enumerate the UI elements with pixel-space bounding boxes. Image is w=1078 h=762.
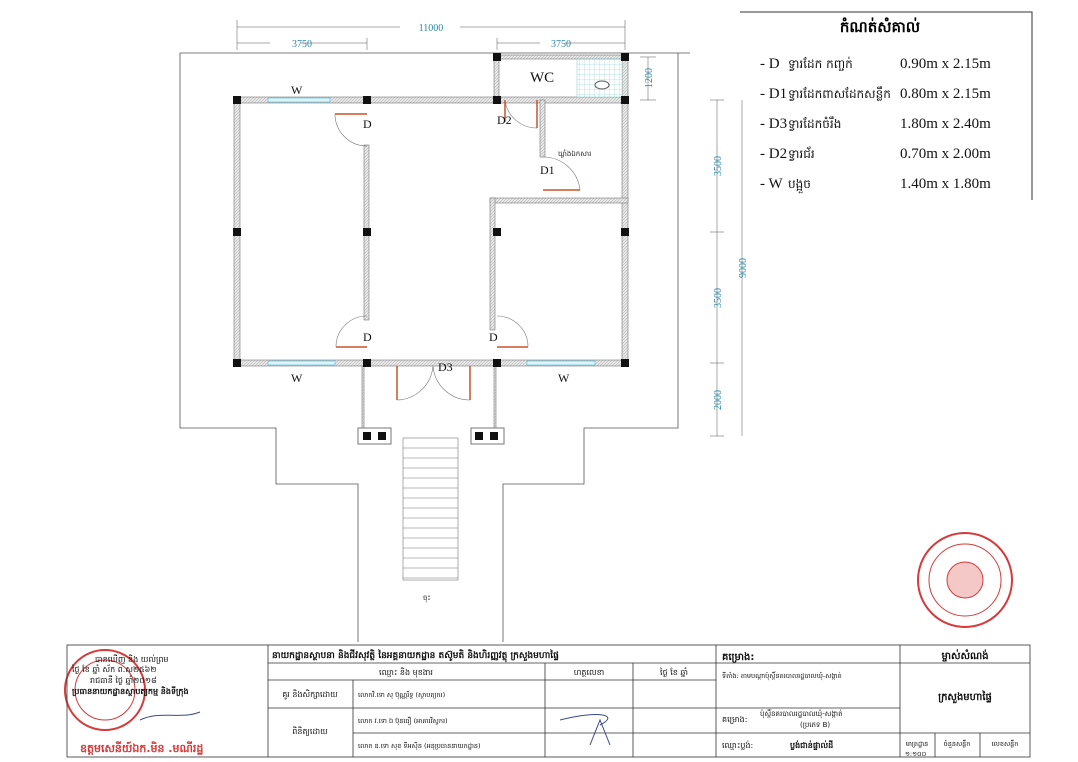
door-label: D bbox=[363, 330, 372, 344]
approval-line3: រាជធានី ថ្ងៃ ឆ្នាំ២០១៨ bbox=[90, 675, 157, 685]
dim-porch: 2000 bbox=[713, 390, 724, 410]
legend-border bbox=[740, 11, 1033, 200]
dim-total-depth: 9000 bbox=[738, 258, 749, 278]
approval-line2: ថ្ងៃ ខែ ឆ្នាំ ស័ក ព.ស២៥៦២ bbox=[71, 664, 156, 674]
col-name: ឈ្មោះ និង មុខងារ bbox=[379, 667, 433, 678]
checked-by-label: ពិនិត្យដោយ bbox=[292, 726, 328, 736]
door-d1-label: D1 bbox=[540, 163, 555, 177]
dim-left-bay: 3750 bbox=[292, 39, 312, 50]
title-block-grid bbox=[66, 644, 1031, 758]
windows bbox=[267, 97, 596, 366]
wc-tiles bbox=[576, 58, 623, 98]
title-header: នាយកដ្ឋានស្ថាបនា និងជីវសុវត្ថិ នៃអគ្គនាយ… bbox=[272, 649, 559, 663]
project-label: គម្រោង: bbox=[722, 715, 747, 724]
project-header: គម្រោង: bbox=[722, 652, 754, 663]
owner: ក្រសួងមហាផ្ទៃ bbox=[938, 690, 992, 704]
dim-right-bay: 3750 bbox=[551, 39, 571, 50]
legend-size: 1.40m x 1.80m bbox=[900, 176, 991, 192]
stamp-department bbox=[64, 649, 146, 731]
dim-wc-depth: 1200 bbox=[644, 68, 655, 88]
legend-desc: ទ្វារជ័រ bbox=[788, 146, 815, 161]
project-name: ប៉ុស្តិ៍នគរបាលរដ្ឋបាលឃុំ-សង្កាត់ bbox=[760, 708, 843, 719]
sheets-label: ចំនួនសន្លឹក bbox=[944, 739, 971, 749]
checker-1: លោក វ.ទោ ឯ ប៊ុនធឿ (អាគារវិស្វករ) bbox=[358, 716, 448, 726]
legend-desc: ទ្វារដែកពាសដែកសន្លឹក bbox=[788, 86, 891, 101]
dimension-lines bbox=[236, 20, 743, 437]
checker-2: លោក ឧ.ទោ សុខ ទីអស៊ិន (អនុប្រធាននាយកដ្ឋាន… bbox=[358, 741, 481, 751]
drawing-name: ប្លង់ជាន់ផ្ទាល់ដី bbox=[790, 740, 833, 751]
window-label-bottom-left: W bbox=[291, 371, 303, 385]
col-date: ថ្ងៃ ខែ ឆ្នាំ bbox=[659, 667, 688, 677]
porch-pillars bbox=[357, 427, 505, 445]
drawn-by-label: គូរ និងសិក្សាដោយ bbox=[282, 689, 338, 700]
col-sign: ហត្ថលេខា bbox=[574, 668, 604, 677]
stairs bbox=[402, 437, 459, 581]
stairs-label: ចុះ bbox=[423, 594, 431, 603]
location: ទីតាំង: តាមបណ្តាប៉ុស្តិ៍នគរបាលរដ្ឋបាលឃុំ… bbox=[722, 671, 842, 681]
site-outline bbox=[179, 52, 690, 642]
scale-label: មាត្រដ្ឋាន bbox=[906, 740, 929, 748]
door-label: D bbox=[363, 117, 372, 131]
owner-header: ម្ចាស់សំណង់ bbox=[941, 649, 988, 662]
legend-code: - D3 bbox=[760, 116, 787, 132]
signature bbox=[139, 711, 611, 746]
legend-desc: បង្អួច bbox=[788, 177, 811, 194]
legend-size: 0.70m x 2.00m bbox=[900, 146, 991, 162]
legend-size: 0.80m x 2.15m bbox=[900, 86, 991, 102]
sheet-no-label: លេខសន្លឹក bbox=[992, 739, 1019, 748]
window-label-bottom-right: W bbox=[558, 371, 570, 385]
door-label: D bbox=[489, 330, 498, 344]
legend-code: - W bbox=[760, 176, 783, 192]
wc-label: WC bbox=[530, 70, 554, 86]
dim-bay1: 3500 bbox=[713, 156, 724, 176]
legend-size: 0.90m x 2.15m bbox=[900, 56, 991, 72]
stamp-ministry bbox=[917, 532, 1013, 628]
door-d3-label: D3 bbox=[438, 360, 453, 374]
corridor-label: ឃ្លាំងឯកសារ bbox=[558, 149, 591, 158]
window-label-top: W bbox=[291, 83, 303, 97]
legend-code: - D2 bbox=[760, 146, 787, 162]
legend-title: កំណត់សំគាល់ bbox=[840, 17, 920, 36]
dim-bay2: 3500 bbox=[713, 288, 724, 308]
legend-desc: ទ្វារដែក កញ្ចក់ bbox=[788, 56, 853, 71]
dim-total-width: 11000 bbox=[419, 23, 444, 34]
approval-line1: បានឃើញ និង យល់ព្រម bbox=[95, 654, 168, 664]
legend-size: 1.80m x 2.40m bbox=[900, 116, 991, 132]
drawing-label: ឈ្មោះប្លង់: bbox=[722, 740, 753, 750]
doors bbox=[334, 99, 581, 401]
drawn-by: លោកវិ.ទោ សុ ប៊ុណ្ណរិទ្ធ (ស្ថាបត្យករ) bbox=[358, 690, 445, 700]
legend-desc: ទ្វារដែកចំរឹង bbox=[788, 116, 841, 131]
approval-signer: ឧត្តមសេនីយ៍ឯក.មិន .មណីរដ្ឋ bbox=[80, 741, 203, 755]
door-d2-label: D2 bbox=[497, 113, 512, 127]
project-type: (ប្រភេទ B) bbox=[800, 721, 830, 729]
approval-line4: ប្រធាននាយកដ្ឋានស្ថាបត្យកម្ម និងទីក្រុង bbox=[72, 686, 189, 697]
legend-code: - D1 bbox=[760, 86, 787, 102]
toilet-icon bbox=[594, 80, 610, 90]
scale-value: ១:១០០ bbox=[905, 750, 926, 758]
columns bbox=[233, 53, 629, 367]
legend-code: - D bbox=[760, 56, 780, 72]
